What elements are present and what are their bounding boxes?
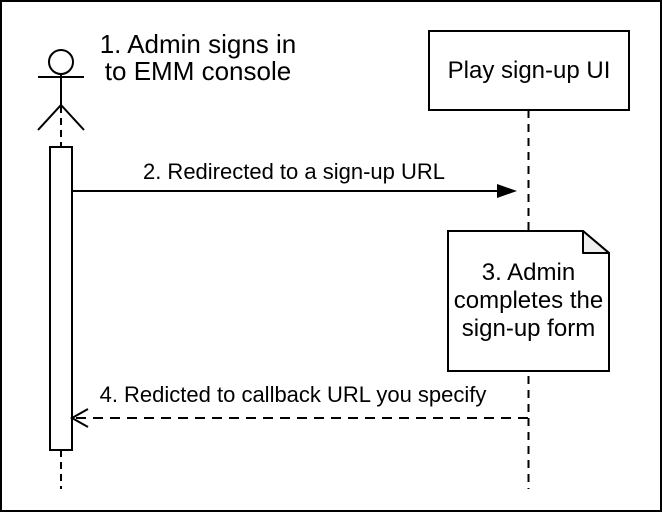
message-arrow-redirect <box>72 184 517 198</box>
message-redirect-label: 2. Redirected to a sign-up URL <box>142 159 446 184</box>
participant-box <box>428 30 630 111</box>
note-shape <box>447 230 610 372</box>
participant-label: Play sign-up UI <box>447 56 611 84</box>
message-arrow-callback <box>69 408 528 428</box>
arrowhead-filled-icon <box>497 184 517 198</box>
note-folded-corner-icon <box>582 230 610 254</box>
actor-legs <box>37 103 85 131</box>
actor-icon <box>37 49 85 131</box>
note-outline <box>447 230 610 372</box>
message-callback-label: 4. Redicted to callback URL you specify <box>99 382 487 407</box>
actor-label: 1. Admin signs in to EMM console <box>99 29 297 86</box>
actor-head <box>48 49 74 75</box>
arrowhead-open-icon <box>69 408 89 428</box>
actor-activation-bar <box>49 146 73 451</box>
note-label: 3. Admin completes the sign-up form <box>453 259 604 342</box>
